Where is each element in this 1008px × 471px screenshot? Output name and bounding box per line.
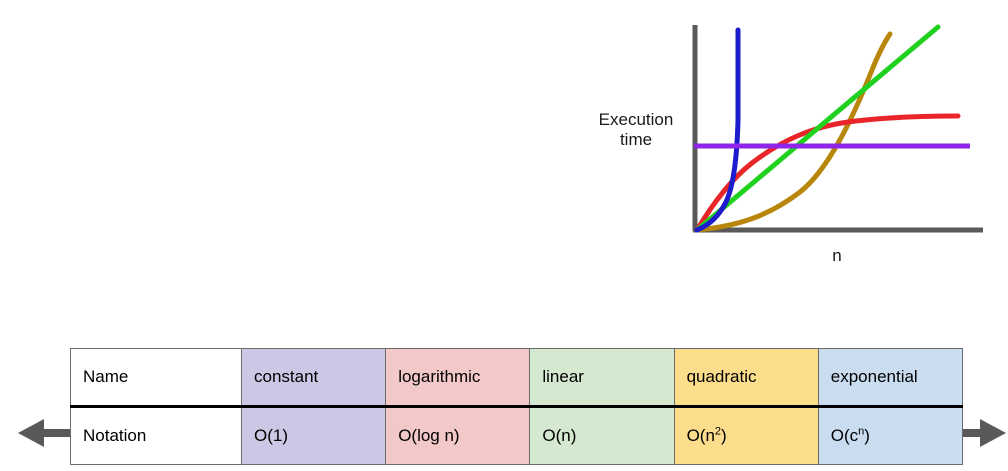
arrow-left-icon <box>18 419 74 447</box>
notation-exponent-exponential: n <box>858 425 865 438</box>
complexity-table: Name constant logarithmic linear quadrat… <box>70 348 964 465</box>
cell-notation-constant: O(1) <box>240 406 387 465</box>
notation-suffix-quadratic: ) <box>721 426 727 445</box>
x-axis-label: n <box>832 246 842 265</box>
complexity-chart: Execution time n <box>598 24 983 265</box>
cell-name-constant: constant <box>240 348 387 408</box>
table-row-name: Name constant logarithmic linear quadrat… <box>70 348 964 408</box>
row-header-name: Name <box>70 348 242 408</box>
complexity-table-section: Name constant logarithmic linear quadrat… <box>0 330 1008 471</box>
complexity-chart-svg <box>692 24 983 233</box>
arrow-right-icon <box>958 419 1006 447</box>
notation-exponent-quadratic: 2 <box>714 425 722 438</box>
cell-notation-exponential: O(cn) <box>817 406 964 465</box>
series-line-linear <box>694 24 941 233</box>
cell-notation-logarithmic: O(log n) <box>385 406 531 465</box>
series-curve-exponential <box>694 27 741 233</box>
cell-name-exponential: exponential <box>817 348 964 408</box>
cell-name-quadratic: quadratic <box>673 348 819 408</box>
row-header-notation: Notation <box>70 406 242 465</box>
cell-notation-quadratic: O(n2) <box>673 406 819 465</box>
cell-notation-linear: O(n) <box>529 406 675 465</box>
series-curve-quadratic <box>694 31 893 233</box>
cell-name-linear: linear <box>529 348 675 408</box>
y-axis-label: Execution time <box>598 110 674 149</box>
cell-name-logarithmic: logarithmic <box>385 348 531 408</box>
notation-suffix-exponential: ) <box>864 426 870 445</box>
table-row-notation: Notation O(1) O(log n) O(n) O(n2) O(cn) <box>70 406 964 465</box>
notation-base-exponential: O(c <box>830 426 859 445</box>
series-curve-logarithmic <box>694 113 961 233</box>
notation-base-quadratic: O(n <box>686 426 715 445</box>
